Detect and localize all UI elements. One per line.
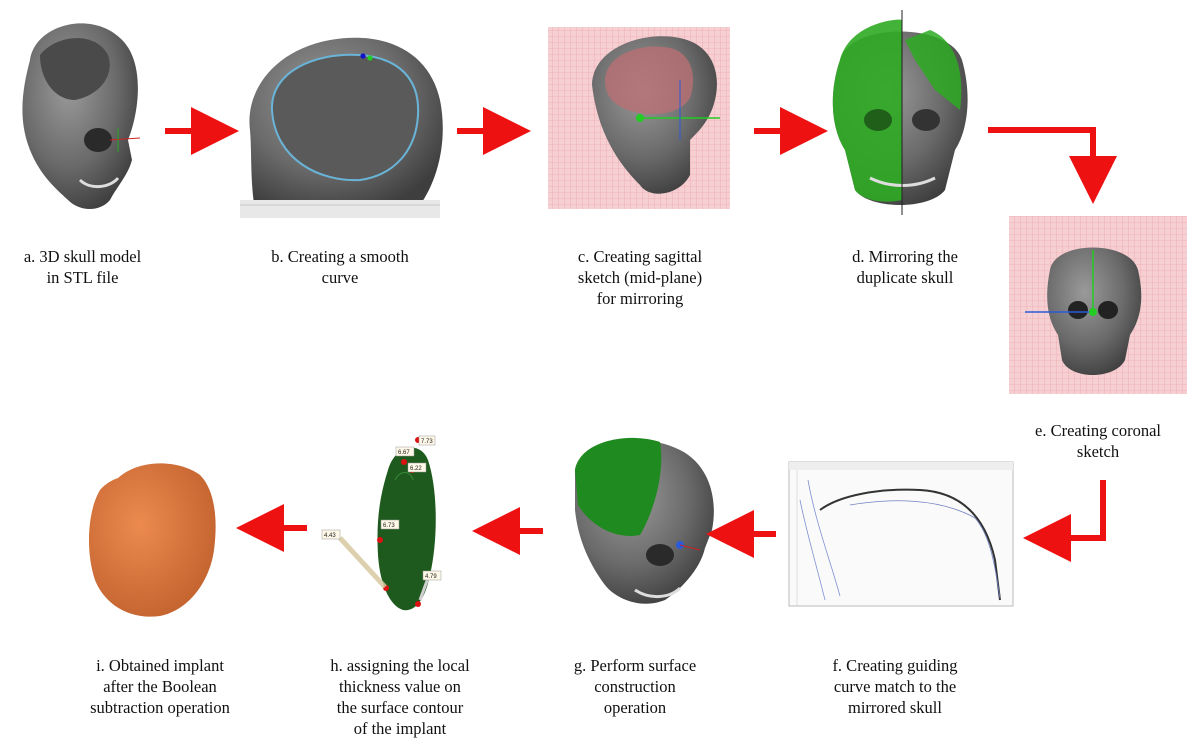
- thickness-label-6: 4.79: [423, 571, 441, 580]
- thickness-label-1: 6.67: [396, 447, 414, 456]
- image-local-thickness: 6.67 7.73 6.22 6.73 4.43 4.79: [322, 436, 441, 610]
- thickness-label-2: 7.73: [419, 436, 435, 445]
- image-implant: [89, 463, 216, 616]
- image-smooth-curve: [240, 38, 443, 218]
- image-surface-construction: [575, 438, 714, 604]
- svg-text:6.67: 6.67: [398, 450, 410, 456]
- svg-text:4.79: 4.79: [425, 574, 437, 580]
- arrow-d-to-e: [988, 130, 1093, 180]
- image-skull-model: [22, 23, 140, 209]
- svg-text:6.73: 6.73: [383, 523, 395, 529]
- svg-text:6.22: 6.22: [410, 466, 422, 472]
- svg-text:4.43: 4.43: [324, 533, 336, 539]
- image-coronal-sketch: [1009, 216, 1187, 394]
- image-mirrored-skull: [833, 10, 968, 215]
- thickness-label-5: 4.43: [322, 530, 340, 539]
- arrow-e-to-f: [1047, 480, 1103, 538]
- thickness-label-4: 6.73: [381, 520, 399, 529]
- thickness-label-3: 6.22: [408, 463, 426, 472]
- image-sagittal-sketch: [548, 27, 730, 209]
- image-guiding-curve: [789, 462, 1013, 606]
- svg-text:7.73: 7.73: [421, 439, 433, 445]
